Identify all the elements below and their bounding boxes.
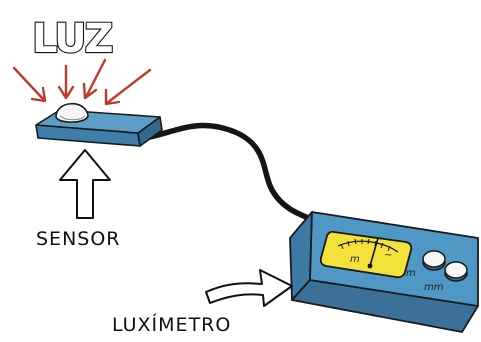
light-rays xyxy=(14,60,150,104)
luximeter-label: LUXÍMETRO xyxy=(112,313,231,336)
dial-mark-left: m xyxy=(350,254,360,265)
light-ray-arrow-icon xyxy=(59,66,73,98)
sensor xyxy=(36,104,162,146)
light-label: LUZ xyxy=(32,16,113,62)
light-ray-arrow-icon xyxy=(84,60,105,98)
meter-knob-top xyxy=(423,251,445,270)
knob-mark-top: m xyxy=(406,268,416,279)
light-ray-arrow-icon xyxy=(106,70,150,104)
meter-knob-bottom xyxy=(445,262,467,281)
right-arrow-icon xyxy=(206,270,292,306)
sensor-label: SENSOR xyxy=(36,228,121,250)
sensor-dome xyxy=(56,104,88,122)
knob-mark-bottom: mm xyxy=(424,282,444,293)
dial-mark-right: ~ xyxy=(384,250,392,261)
up-arrow-icon xyxy=(60,150,110,218)
cable xyxy=(150,126,318,222)
light-ray-arrow-icon xyxy=(14,68,45,101)
luximeter-device: m ~ m mm xyxy=(290,212,478,332)
